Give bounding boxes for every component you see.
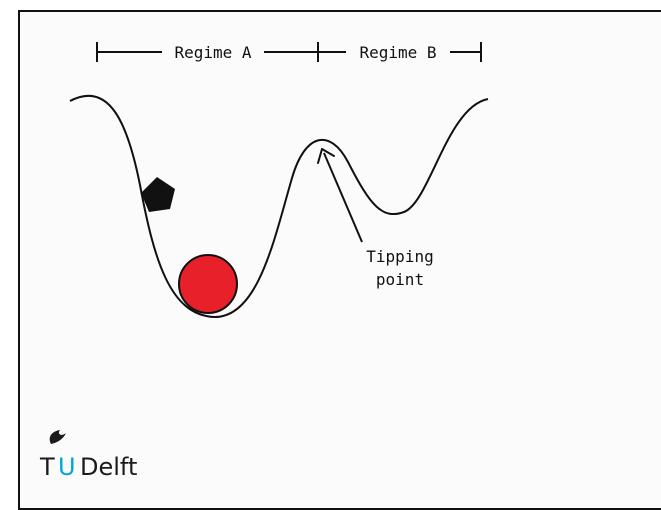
regime-b-label: Regime B (359, 43, 436, 62)
pentagon-shape (141, 177, 175, 212)
logo-letter-u: U (58, 453, 76, 481)
tipping-point-arrow-line (323, 152, 363, 243)
regime-bracket (96, 42, 482, 62)
logo-word-delft: Delft (80, 453, 137, 481)
red-ball (178, 254, 238, 314)
regime-a-label: Regime A (174, 43, 251, 62)
landscape-curve (69, 94, 489, 319)
flame-icon (49, 430, 66, 444)
tu-delft-logo: T U Delft (39, 430, 137, 481)
arrow-up-left-icon (317, 148, 335, 164)
tipping-label-line2: point (376, 270, 424, 289)
tipping-label-line1: Tipping (366, 247, 433, 266)
logo-letter-t: T (39, 453, 55, 481)
slide-frame (18, 10, 661, 510)
